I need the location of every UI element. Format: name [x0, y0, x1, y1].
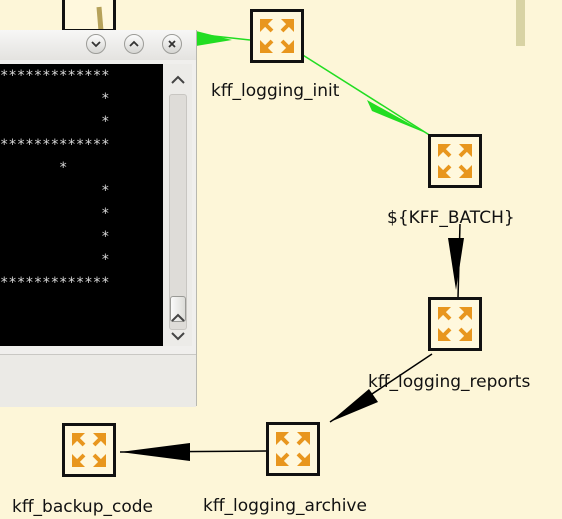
terminal-line: * [0, 160, 68, 176]
pipeline-job-icon [96, 6, 104, 29]
pipeline-job-icon [260, 19, 294, 53]
node-kff-logging-init[interactable] [250, 9, 304, 63]
node-label: kff_logging_reports [368, 372, 531, 392]
close-icon [168, 40, 176, 48]
maximize-button[interactable] [124, 34, 144, 54]
pipeline-job-icon [438, 307, 472, 341]
minimize-button[interactable] [86, 34, 106, 54]
node-label: ${KFF_BATCH} [387, 208, 515, 228]
window-titlebar[interactable] [0, 30, 196, 60]
terminal-line: * [0, 229, 110, 245]
terminal-line: ************* [0, 275, 110, 291]
terminal-line: * [0, 114, 110, 130]
terminal-output[interactable]: ************* * * ************* * * * * … [0, 64, 163, 346]
chevron-up-icon [129, 40, 139, 47]
pipeline-job-icon [438, 144, 472, 178]
chevron-down-icon [91, 41, 101, 48]
node-label: kff_backup_code [12, 497, 153, 517]
terminal-line: * [0, 91, 110, 107]
node-kff-logging-archive[interactable] [266, 422, 320, 476]
scrollbar-trough[interactable] [169, 94, 187, 330]
terminal-footer [0, 354, 196, 407]
scroll-up-icon[interactable] [169, 310, 187, 326]
scroll-up-icon[interactable] [169, 72, 187, 88]
node-label: kff_logging_archive [203, 496, 367, 516]
terminal-line: * [0, 183, 110, 199]
close-button[interactable] [162, 34, 182, 54]
terminal-scrollbar[interactable] [163, 64, 192, 346]
node-kff-backup-code[interactable] [62, 423, 116, 477]
terminal-line: ************* [0, 68, 110, 84]
terminal-line: ************* [0, 137, 110, 153]
scroll-down-icon[interactable] [169, 328, 187, 344]
node-kff-batch[interactable] [428, 134, 482, 188]
terminal-line: * [0, 206, 110, 222]
scrollbar-thumb[interactable] [170, 296, 186, 322]
terminal-window[interactable]: ************* * * ************* * * * * … [0, 30, 197, 407]
node-kff-logging-reports[interactable] [428, 297, 482, 351]
terminal-line: * [0, 252, 110, 268]
workflow-node-partial[interactable] [62, 0, 116, 32]
pipeline-job-icon [72, 433, 106, 467]
node-label: kff_logging_init [211, 81, 340, 101]
pipeline-job-icon [276, 432, 310, 466]
canvas-scrollbar[interactable] [516, 0, 525, 46]
